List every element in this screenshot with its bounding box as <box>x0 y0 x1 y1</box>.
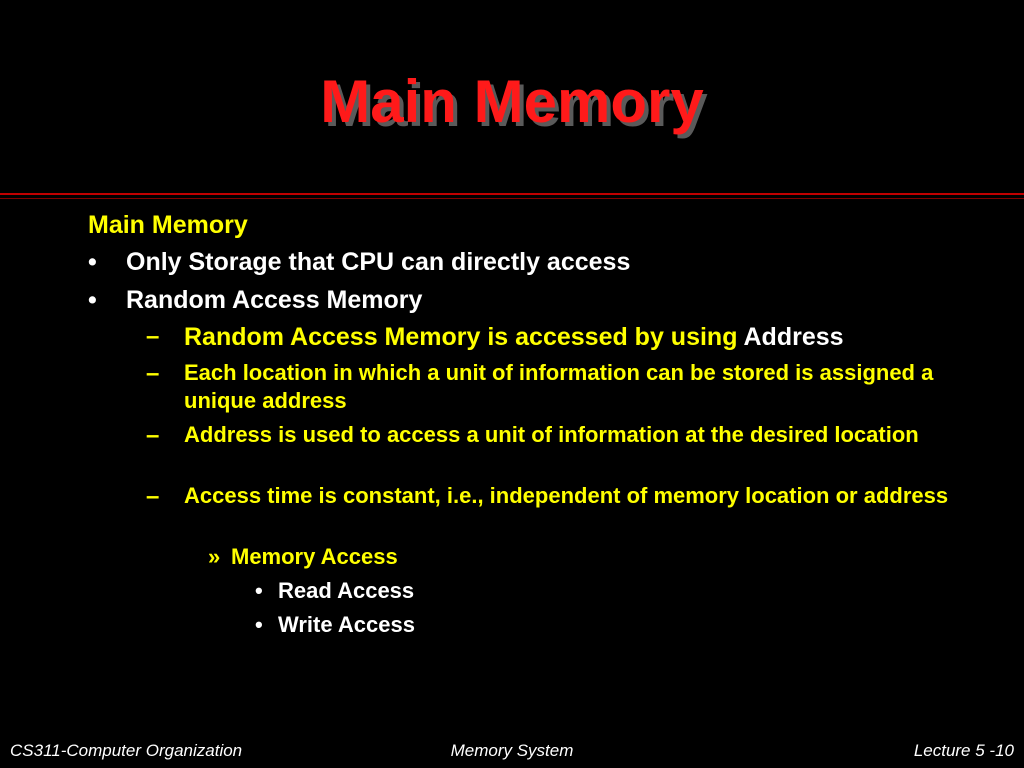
bullet-random-access-memory: Random Access Memory <box>126 286 423 314</box>
footer-topic: Memory System <box>450 741 574 760</box>
dash-marker: – <box>146 483 160 510</box>
dash-marker: – <box>146 422 160 449</box>
footer-lecture-number: Lecture 5 -10 <box>913 741 1014 760</box>
bullet-marker: • <box>88 286 97 314</box>
sub-bullet-text-accent: Random Access Memory is accessed by usin… <box>184 323 744 351</box>
sub-bullet-accessed-by-address: Random Access Memory is accessed by usin… <box>184 321 844 353</box>
item-read-access: Read Access <box>278 578 415 603</box>
chevron-marker: » <box>208 544 221 569</box>
section-heading: Main Memory <box>88 211 248 239</box>
item-write-access: Write Access <box>278 612 415 637</box>
sub-bullet-address-used: Address is used to access a unit of info… <box>184 422 919 447</box>
footer-course: CS311-Computer Organization <box>10 741 243 760</box>
sub-bullet-unique-address: Each location in which a unit of informa… <box>184 360 934 413</box>
bullet-marker: • <box>255 578 263 603</box>
slide-title: Main Memory <box>320 68 704 135</box>
bullet-marker: • <box>88 248 97 276</box>
sub-sub-bullet-memory-access: Memory Access <box>231 544 398 569</box>
sub-bullet-text-address: Address <box>743 323 844 351</box>
bullet-only-storage: Only Storage that CPU can directly acces… <box>126 248 631 276</box>
sub-bullet-access-time: Access time is constant, i.e., independe… <box>184 483 949 508</box>
dash-marker: – <box>146 323 160 350</box>
dash-marker: – <box>146 360 160 387</box>
bullet-marker: • <box>255 612 263 637</box>
title-divider-secondary <box>0 198 1024 199</box>
title-divider <box>0 193 1024 195</box>
